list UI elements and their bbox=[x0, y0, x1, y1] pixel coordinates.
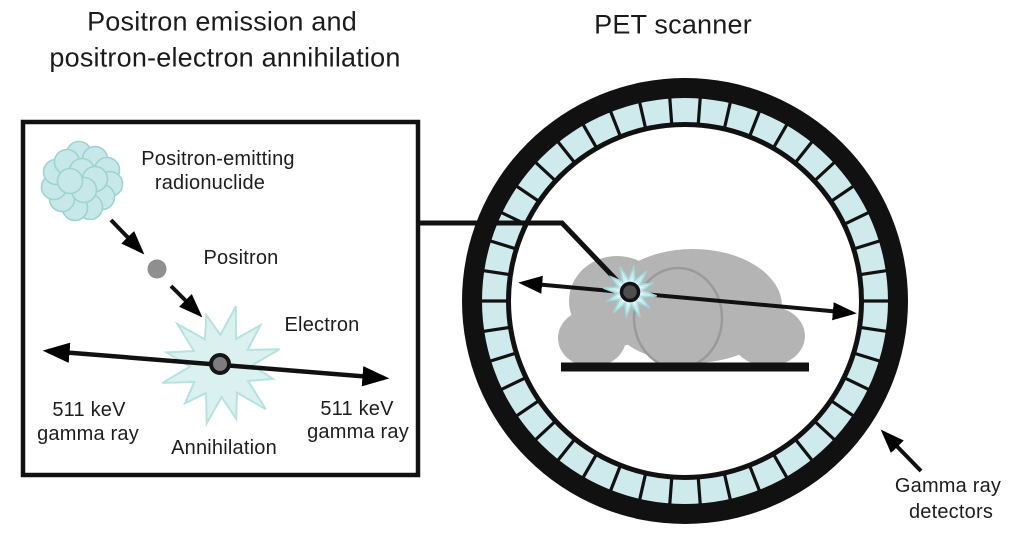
radionuclide-label-line2: radionuclide bbox=[154, 172, 266, 194]
positron-dot bbox=[147, 259, 167, 279]
emission-arrow-1 bbox=[109, 218, 145, 255]
positron-label: Positron bbox=[203, 247, 279, 269]
scanner-annihilation-dot bbox=[619, 281, 641, 303]
annihilation-dot bbox=[209, 353, 231, 375]
scanner-graphics bbox=[420, 78, 923, 524]
pet-scanner-title: PET scanner bbox=[594, 9, 752, 40]
electron-label: Electron bbox=[284, 314, 360, 336]
annihilation-label: Annihilation bbox=[171, 437, 277, 459]
gamma-left-label-line1: 511 keV bbox=[52, 399, 126, 421]
gamma-right-label-line2: gamma ray bbox=[307, 421, 409, 443]
left-panel-graphics bbox=[20, 119, 421, 478]
coincidence-double-arrow bbox=[518, 275, 857, 321]
gamma-left-label-line2: gamma ray bbox=[37, 423, 139, 445]
gamma-right-label-line1: 511 keV bbox=[320, 398, 394, 420]
nuclide-sphere bbox=[56, 167, 84, 195]
main-title-line2: positron-electron annihilation bbox=[49, 42, 401, 73]
panel-connector-line bbox=[420, 220, 625, 289]
radionuclide-cluster bbox=[40, 140, 124, 222]
detectors-pointer-arrow bbox=[880, 429, 923, 473]
scanner-inner-rim bbox=[506, 122, 864, 480]
radionuclide-label-line1: Positron-emitting bbox=[141, 148, 295, 170]
detectors-label-line1: Gamma ray bbox=[894, 475, 1002, 497]
emission-arrow-2 bbox=[169, 284, 203, 318]
main-title-line1: Positron emission and bbox=[87, 6, 357, 37]
detectors-label-line2: detectors bbox=[908, 501, 994, 523]
